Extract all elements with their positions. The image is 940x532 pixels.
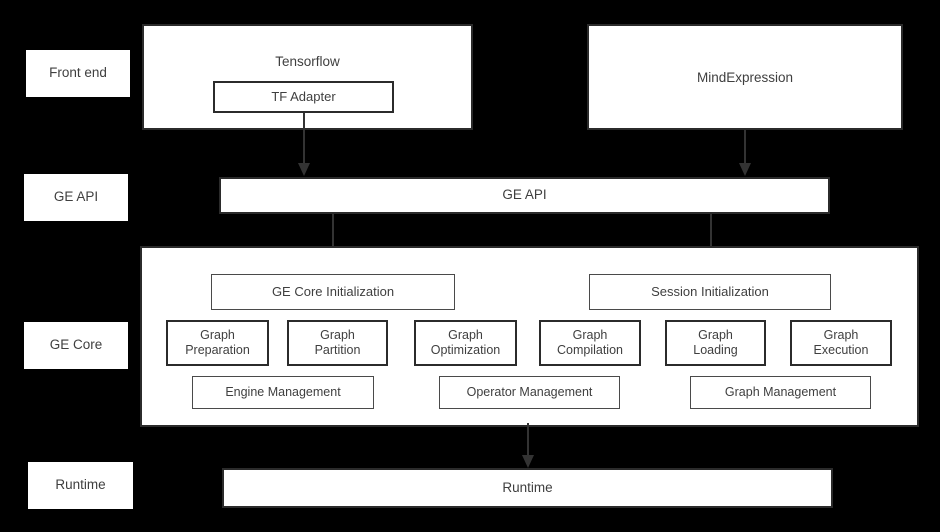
graph-optimization-label: Graph Optimization (430, 327, 501, 357)
graph-execution-box[interactable]: Graph Execution (790, 320, 892, 366)
graph-optimization-box[interactable]: Graph Optimization (414, 320, 517, 366)
runtime-bar-label: Runtime (502, 479, 553, 495)
graph-loading-box[interactable]: Graph Loading (665, 320, 766, 366)
ge-api-bar[interactable]: GE API (219, 177, 830, 214)
graph-preparation-box[interactable]: Graph Preparation (166, 320, 269, 366)
graph-management-box[interactable]: Graph Management (690, 376, 871, 409)
layer-label-ge-core: GE Core (24, 322, 128, 369)
graph-partition-label: Graph Partition (314, 327, 361, 357)
ge-core-initialization-label: GE Core Initialization (271, 284, 395, 300)
layer-label-front-end: Front end (26, 50, 130, 97)
graph-partition-box[interactable]: Graph Partition (287, 320, 388, 366)
engine-management-box[interactable]: Engine Management (192, 376, 374, 409)
layer-label-ge-api-text: GE API (53, 189, 99, 205)
operator-management-label: Operator Management (466, 384, 593, 399)
layer-label-runtime: Runtime (28, 462, 133, 509)
session-initialization-label: Session Initialization (651, 284, 769, 300)
mindexpression-label: MindExpression (696, 70, 794, 85)
arrow-mindexpression-to-ge-api (739, 130, 751, 177)
graph-management-label: Graph Management (724, 384, 837, 399)
tf-adapter-label: TF Adapter (271, 89, 336, 105)
engine-management-label: Engine Management (225, 384, 341, 399)
runtime-bar[interactable]: Runtime (222, 468, 833, 508)
arrow-ge-core-to-runtime (522, 423, 534, 469)
layer-label-ge-api: GE API (24, 174, 128, 221)
session-initialization-box[interactable]: Session Initialization (589, 274, 831, 310)
graph-loading-label: Graph Loading (693, 327, 738, 357)
layer-label-runtime-text: Runtime (55, 477, 106, 493)
mindexpression-panel[interactable]: MindExpression (587, 24, 903, 130)
graph-preparation-label: Graph Preparation (185, 327, 250, 357)
tf-adapter-box[interactable]: TF Adapter (213, 81, 394, 113)
graph-compilation-label: Graph Compilation (556, 327, 623, 357)
graph-compilation-box[interactable]: Graph Compilation (539, 320, 641, 366)
layer-label-front-end-text: Front end (49, 65, 107, 81)
ge-core-initialization-box[interactable]: GE Core Initialization (211, 274, 455, 310)
operator-management-box[interactable]: Operator Management (439, 376, 620, 409)
layer-label-ge-core-text: GE Core (49, 337, 103, 353)
arrow-tf-adapter-to-ge-api (298, 113, 310, 177)
tensorflow-panel[interactable]: Tensorflow (142, 24, 473, 130)
graph-execution-label: Graph Execution (813, 327, 869, 357)
ge-api-bar-label: GE API (502, 187, 547, 203)
tensorflow-label: Tensorflow (275, 54, 340, 69)
